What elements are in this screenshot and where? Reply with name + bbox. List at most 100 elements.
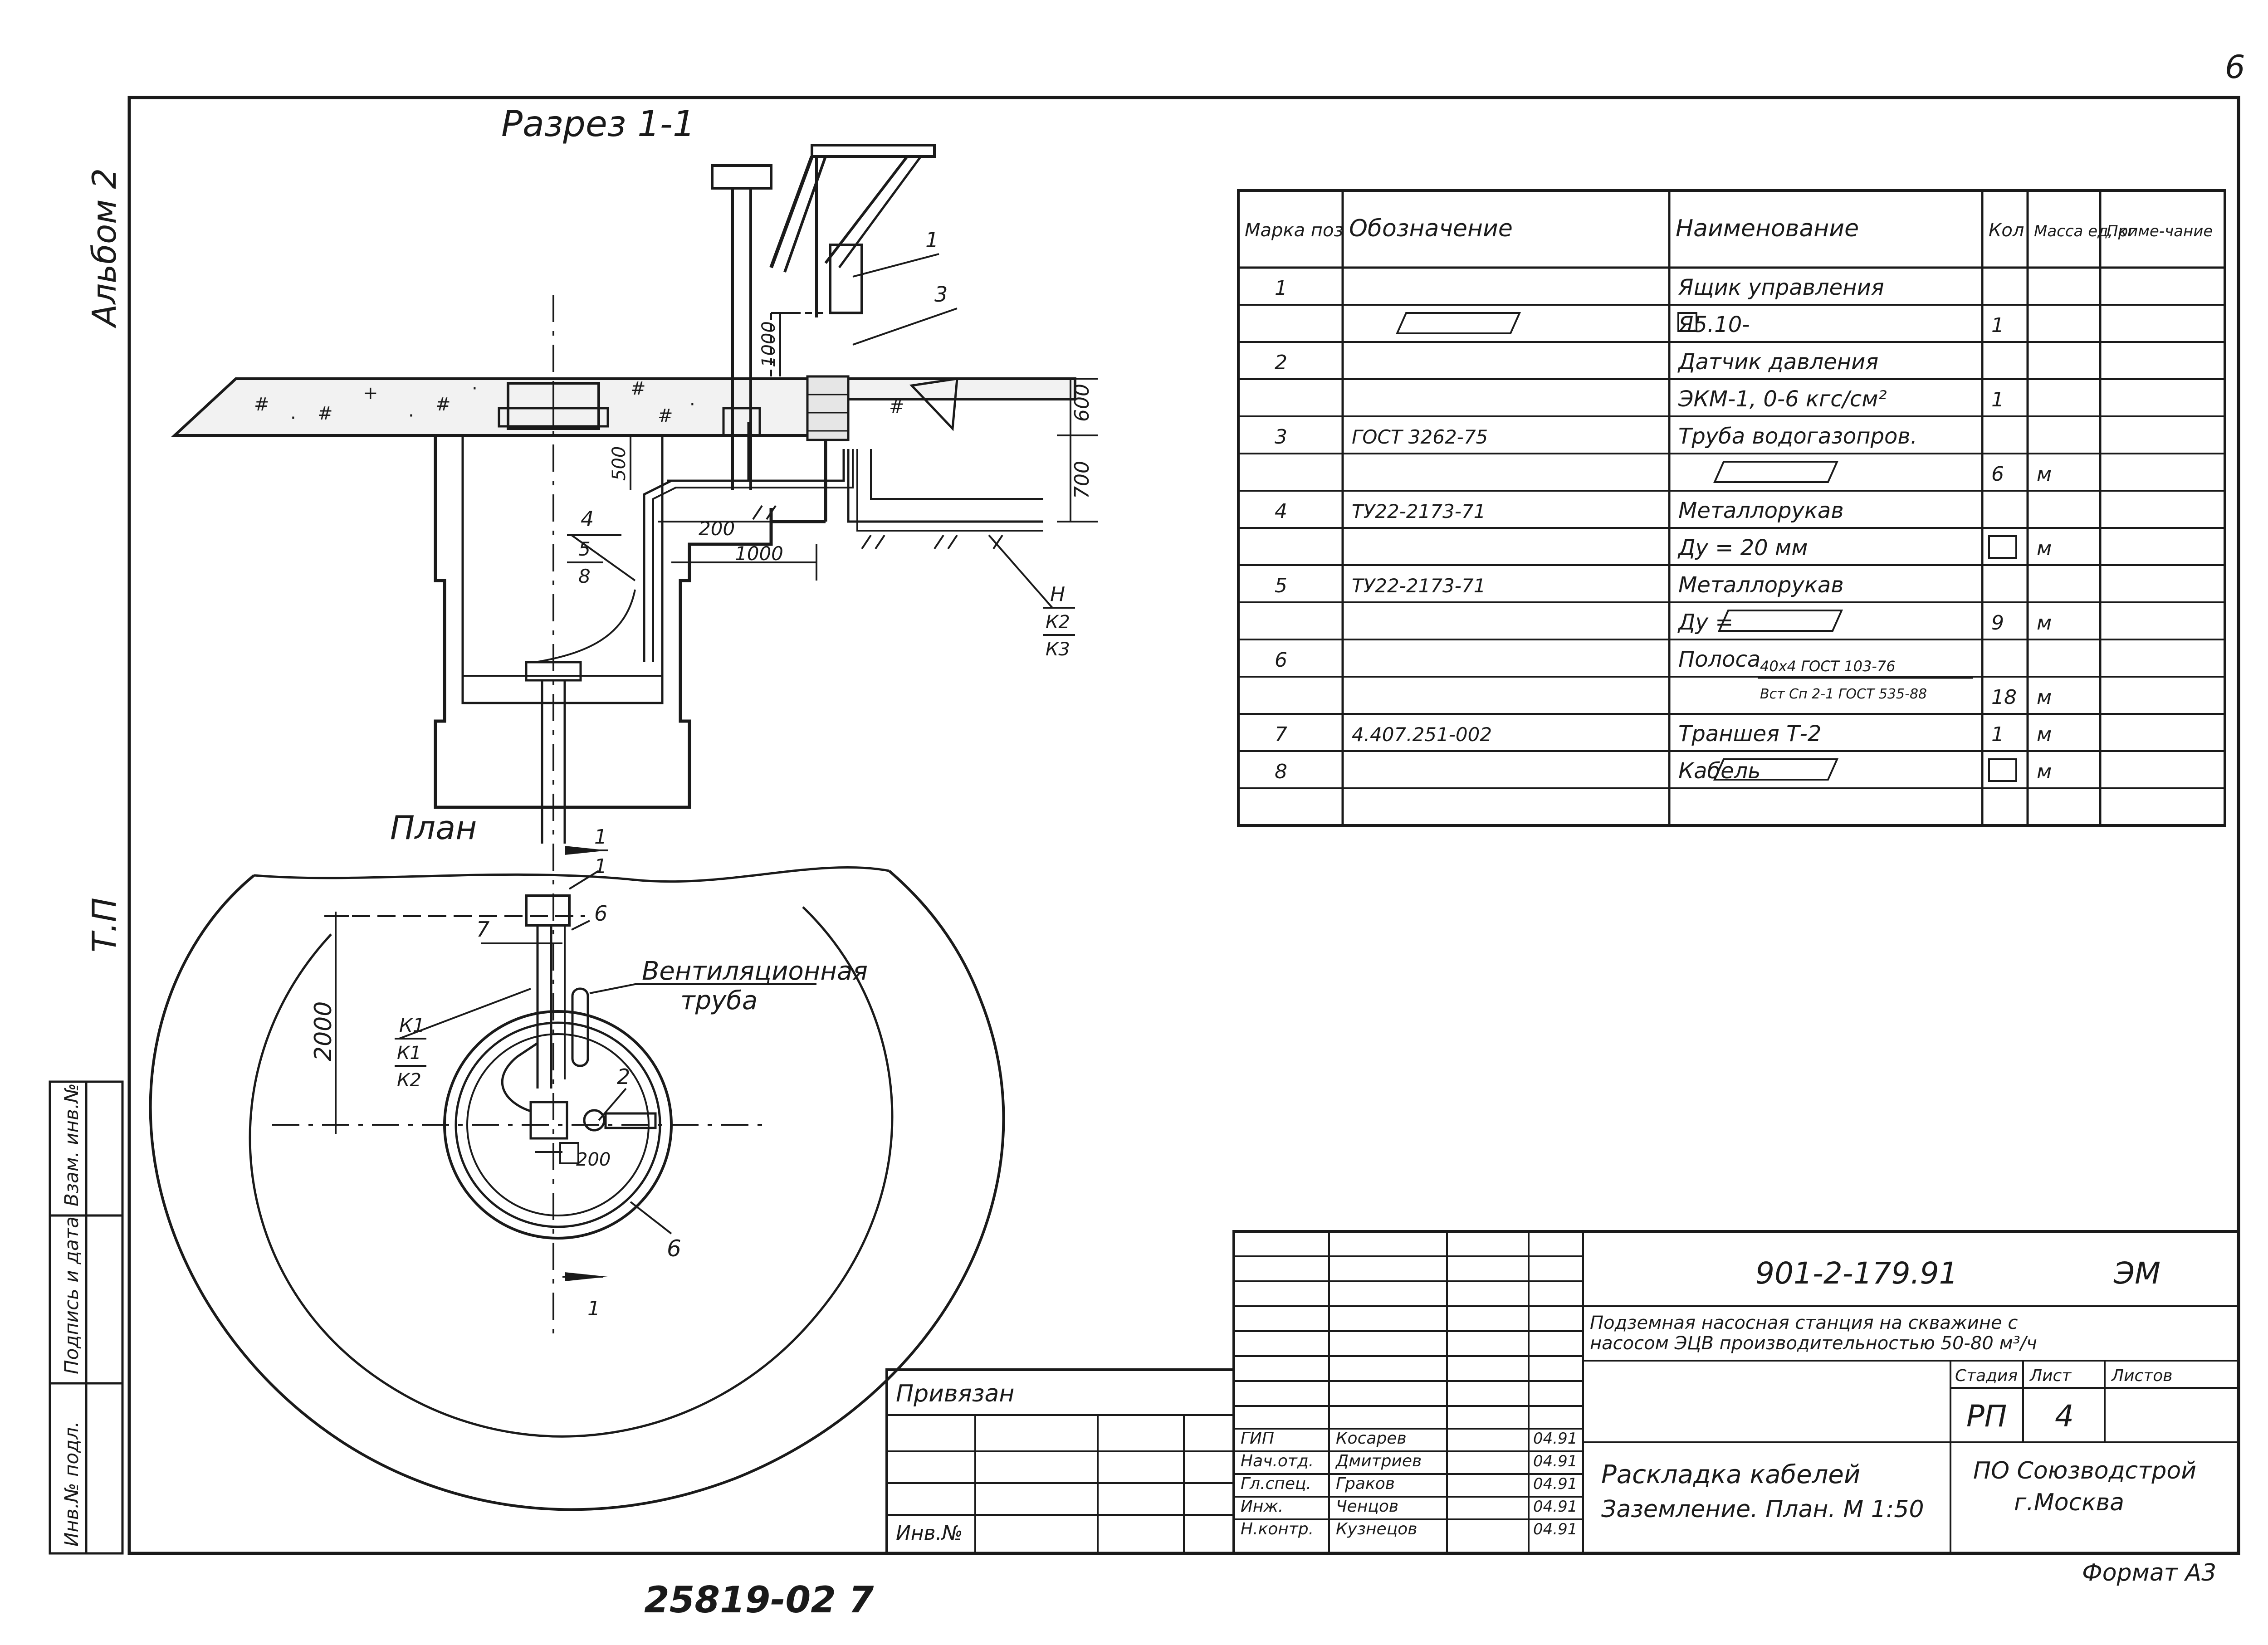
- archive-number: 25819-02 7: [644, 1579, 874, 1621]
- callout-1-section: 1: [925, 228, 938, 252]
- spec-header-cell: Наименование: [1676, 215, 1859, 242]
- strip-spec-top: 40х4 ГОСТ 103-76: [1760, 658, 1896, 675]
- svg-text:·: ·: [689, 394, 695, 415]
- callout-6: 6: [594, 901, 607, 926]
- stamp-role: Гл.спец.: [1241, 1474, 1311, 1493]
- spec-cell: 4: [1275, 500, 1287, 523]
- doc-code: 901-2-179.91: [1755, 1256, 1958, 1291]
- privyazan-label: Привязан: [896, 1380, 1014, 1407]
- spec-cell: 6: [1991, 463, 2004, 486]
- callout-h: Н: [1050, 583, 1065, 606]
- strip-podpis-data: Подпись и дата: [60, 1216, 83, 1374]
- spec-cell: 4.407.251-002: [1352, 723, 1492, 746]
- ground-hatch: #·# +·# ·## ·#: [254, 378, 904, 429]
- spec-cell: Траншея Т-2: [1678, 721, 1821, 747]
- callout-4: 4: [581, 507, 594, 531]
- spec-cell: 3: [1275, 425, 1287, 449]
- plan-outer-contour: [149, 869, 1005, 1511]
- stage-value: РП: [1966, 1399, 2007, 1434]
- spec-cell: м: [2037, 463, 2052, 486]
- vent-label-2: труба: [680, 986, 758, 1015]
- plan-view: План 2000 Вентиляционная труба: [149, 809, 1005, 1511]
- callout-4-sub1: 5: [578, 538, 591, 560]
- svg-text:·: ·: [408, 405, 414, 426]
- spec-cell: 1: [1991, 723, 2004, 746]
- spec-cell: ТУ22-2173-71: [1352, 575, 1486, 597]
- callout-h-sub2: К3: [1046, 639, 1070, 660]
- stamp-date: 04.91: [1533, 1520, 1577, 1538]
- stamp-date: 04.91: [1533, 1452, 1577, 1470]
- dim-1000-horiz: 1000: [735, 542, 783, 565]
- spec-cell: м: [2037, 760, 2052, 783]
- plan-title: План: [390, 809, 477, 847]
- callout-k1-sub1: К1: [397, 1043, 421, 1064]
- org-line2: г.Москва: [2014, 1489, 2124, 1516]
- spec-cell: м: [2037, 686, 2052, 709]
- spec-cell: 1: [1275, 277, 1287, 300]
- dimensions: [630, 312, 1098, 581]
- album-label: Альбом 2: [85, 168, 123, 328]
- ground-fill: [171, 377, 1076, 437]
- callout-6-plan: 6: [667, 1235, 681, 1262]
- svg-text:#: #: [631, 378, 646, 399]
- spec-cell: Ящик управления: [1678, 275, 1884, 300]
- stamp-date: 04.91: [1533, 1475, 1577, 1493]
- callout-3: 3: [934, 282, 948, 307]
- spec-header-cell: Приме-чание: [2107, 222, 2213, 240]
- strip-inv-podl: Инв.№ подл.: [60, 1421, 83, 1547]
- spec-cell: 8: [1275, 760, 1287, 783]
- stamp-role: Н.контр.: [1241, 1520, 1314, 1538]
- stamp-name: Граков: [1336, 1474, 1395, 1493]
- project-line1: Подземная насосная станция на скважине с: [1590, 1313, 2018, 1333]
- section-view: Разрез 1-1 #·# +·# ·## ·#: [171, 104, 1098, 1338]
- callout-4-sub2: 8: [578, 565, 591, 587]
- stamp-name: Дмитриев: [1335, 1452, 1422, 1470]
- spec-cell: м: [2037, 537, 2052, 560]
- svg-text:+: +: [363, 383, 378, 404]
- stamp-date: 04.91: [1533, 1430, 1577, 1448]
- spec-cell: Металлорукав: [1678, 572, 1844, 598]
- spec-cell: Я5.10-: [1678, 312, 1750, 337]
- chamber-outline: [434, 435, 773, 809]
- stage-header: Стадия: [1955, 1367, 2018, 1385]
- stamp-role: Инж.: [1241, 1497, 1283, 1516]
- spec-cell: Труба водогазопров.: [1678, 424, 1917, 449]
- doc-mark: ЭМ: [2113, 1256, 2160, 1291]
- dim-2000: 2000: [310, 1001, 337, 1061]
- sheet-header: Лист: [2029, 1367, 2072, 1385]
- spec-header-cell: Марка поз: [1245, 220, 1344, 241]
- svg-text:#: #: [435, 394, 451, 415]
- spec-cell: 5: [1275, 574, 1287, 597]
- spec-header-cell: Обозначение: [1349, 215, 1513, 242]
- callout-k1: К1: [399, 1014, 425, 1036]
- copied-label: Формат А3: [2082, 1559, 2216, 1586]
- org-line1: ПО Союзводстрой: [1973, 1457, 2196, 1484]
- stamp-role: Нач.отд.: [1241, 1452, 1314, 1470]
- spec-cell: ЭКМ-1, 0-6 кгс/см²: [1678, 386, 1887, 412]
- dim-200-top: 200: [699, 517, 735, 540]
- control-box: [829, 244, 863, 314]
- dim-500: 500: [609, 446, 630, 481]
- svg-text:#: #: [658, 405, 673, 426]
- strip-vzam-inv: Взам. инв.№: [60, 1083, 83, 1206]
- spec-cell: 1: [1991, 388, 2004, 411]
- svg-text:#: #: [889, 396, 904, 417]
- sheets-header: Листов: [2111, 1367, 2172, 1385]
- cut-1-top-a: 1: [594, 825, 607, 849]
- ground-ticks: [752, 505, 1003, 550]
- stamp-name: Кузнецов: [1336, 1520, 1417, 1538]
- title-line1: Раскладка кабелей: [1601, 1460, 1860, 1489]
- stamp-name: Ченцов: [1336, 1497, 1398, 1516]
- dim-700: 700: [1070, 461, 1094, 499]
- left-strip: Взам. инв.№ Подпись и дата Инв.№ подл.: [49, 1080, 124, 1555]
- spec-cell: Металлорукав: [1678, 498, 1844, 523]
- callout-2: 2: [617, 1064, 630, 1089]
- svg-text:·: ·: [290, 408, 296, 429]
- title-block: Привязан Инв.№ 901-2-179.91 ЭМ Подземная…: [885, 1230, 2240, 1555]
- inv-no-label: Инв.№: [896, 1522, 963, 1545]
- dim-1000-vert: 1000: [758, 321, 779, 367]
- spec-header-cell: Масса ед, кг: [2034, 222, 2136, 240]
- spec-cell: 1: [1991, 314, 2004, 337]
- section-title: Разрез 1-1: [501, 104, 695, 145]
